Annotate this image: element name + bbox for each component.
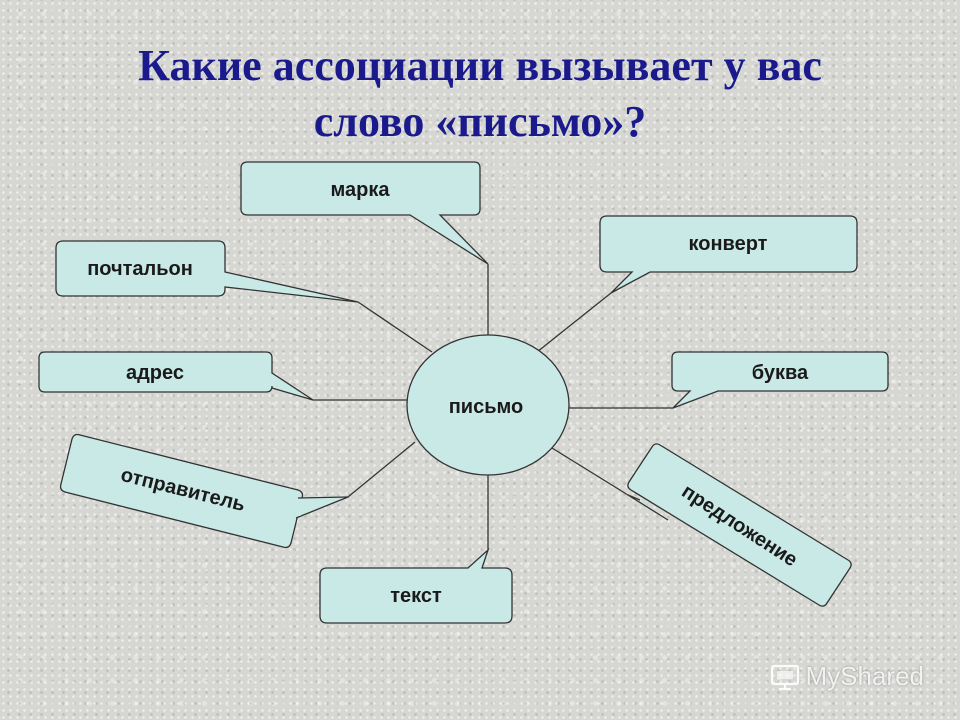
center-node: письмо: [406, 334, 570, 476]
bubble-adres: адрес: [38, 351, 314, 401]
slide-title: Какие ассоциации вызывает у вас слово «п…: [60, 38, 900, 150]
word-tekst: текст: [390, 585, 442, 607]
word-pochtalon: почтальон: [87, 258, 193, 280]
center-word: письмо: [449, 396, 524, 418]
connector-pochtalon: [357, 301, 433, 353]
bubble-tekst: текст: [319, 547, 513, 624]
connector-predlozhenie: [551, 447, 629, 496]
bubble-konvert: конверт: [599, 215, 858, 294]
word-konvert: конверт: [689, 233, 768, 255]
title-line-1: Какие ассоциации вызывает у вас: [138, 41, 822, 90]
bubble-predlozhenie: предложение: [627, 443, 852, 607]
presentation-icon: [770, 664, 799, 690]
bubble-otpravitel: отправитель: [59, 433, 349, 549]
bubble-bukva: буква: [671, 351, 889, 409]
title-line-2: слово «письмо»?: [313, 97, 647, 146]
connector-lines: [313, 264, 673, 550]
watermark-text: MyShared: [805, 661, 925, 691]
word-adres: адрес: [126, 362, 184, 384]
connector-otpravitel: [347, 441, 416, 498]
connector-konvert: [536, 292, 612, 353]
bubble-pochtalon: почтальон: [55, 240, 359, 303]
bubble-marka: марка: [240, 161, 489, 265]
watermark: MyShared: [770, 661, 925, 692]
word-bukva: буква: [752, 362, 809, 384]
word-marka: марка: [330, 179, 390, 201]
